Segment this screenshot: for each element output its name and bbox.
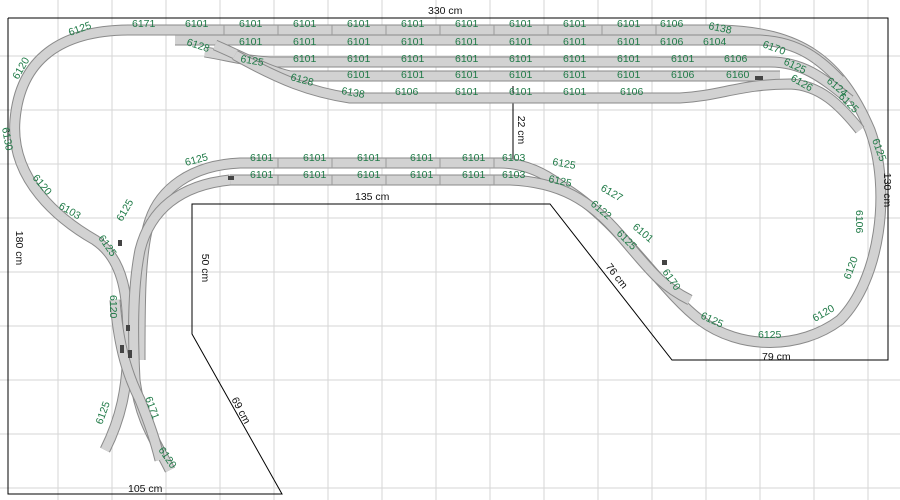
track-label: 6101 xyxy=(293,36,317,48)
track-label: 6125 xyxy=(547,173,572,190)
track-label: 6101 xyxy=(563,36,587,48)
track-label: 6101 xyxy=(347,18,371,30)
track-label: 6101 xyxy=(293,18,317,30)
dim-inner-vertical: 50 cm xyxy=(199,254,211,283)
track-label: 6160 xyxy=(726,69,750,81)
track-label: 6106 xyxy=(660,18,684,30)
rolling-stock xyxy=(118,76,763,358)
track-label: 6101 xyxy=(293,53,317,65)
track-label: 6101 xyxy=(303,169,327,181)
track-label: 6120 xyxy=(842,255,861,281)
track-label: 6106 xyxy=(853,210,865,234)
track-label: 6101 xyxy=(239,18,263,30)
track-label: 6101 xyxy=(509,36,533,48)
track-label: 6103 xyxy=(502,152,526,164)
track-label: 6101 xyxy=(410,169,434,181)
track-label: 6106 xyxy=(395,86,419,98)
track-label: 6120 xyxy=(107,295,119,319)
track-label: 6106 xyxy=(671,69,695,81)
track-label: 6101 xyxy=(509,53,533,65)
track-label: 6101 xyxy=(617,69,641,81)
track-label: 6103 xyxy=(502,169,526,181)
track-label: 6125 xyxy=(551,156,576,172)
track-label: 6101 xyxy=(563,18,587,30)
track-label: 6104 xyxy=(703,36,727,48)
track-label: 6101 xyxy=(401,36,425,48)
track-label: 6101 xyxy=(563,86,587,98)
track-label: 6106 xyxy=(660,36,684,48)
track-label: 6101 xyxy=(617,36,641,48)
track-label: 6101 xyxy=(617,53,641,65)
board-outline xyxy=(7,17,889,495)
track-label: 6106 xyxy=(724,53,748,65)
track-label: 6101 xyxy=(347,69,371,81)
track-label: 6101 xyxy=(671,53,695,65)
track-label: 6127 xyxy=(599,182,625,204)
track-label: 6101 xyxy=(250,169,274,181)
track-label: 6101 xyxy=(347,53,371,65)
dim-top: 330 cm xyxy=(428,5,463,17)
track-label: 6101 xyxy=(462,152,486,164)
track-label: 6125 xyxy=(94,400,113,426)
track-label: 6130 xyxy=(0,126,15,151)
track-inner-loop xyxy=(128,174,693,473)
labels-middle-run: 6125 6101 6101 6101 6101 6101 6103 6125 … xyxy=(184,151,656,253)
track-label: 6101 xyxy=(563,53,587,65)
labels-top-run: 6171 6101 6101 6101 6101 6101 6101 6101 … xyxy=(67,18,733,39)
dim-center-gap: 22 cm xyxy=(515,116,527,145)
dim-right: 130 cm xyxy=(881,173,893,208)
track-label: 6101 xyxy=(347,36,371,48)
track-outer-left-loop xyxy=(9,24,134,453)
track-label: 6101 xyxy=(410,152,434,164)
track-label: 6138 xyxy=(340,85,365,101)
track-label: 6125 xyxy=(184,151,210,169)
track-main-loop xyxy=(130,24,887,361)
track-label: 6101 xyxy=(509,18,533,30)
track-crossover-left xyxy=(109,299,166,462)
track-label: 6138 xyxy=(707,20,732,37)
track-label: 6106 xyxy=(620,86,644,98)
track-section-joints xyxy=(223,25,657,185)
track-label: 6101 xyxy=(357,152,381,164)
dim-left: 180 cm xyxy=(13,231,25,266)
track-label: 6125 xyxy=(114,197,136,223)
track-yard xyxy=(175,34,865,134)
labels-left: 6120 6130 6120 6103 6125 6125 6120 6125 … xyxy=(0,55,179,471)
dim-diagonal-lower: 69 cm xyxy=(229,395,253,426)
track-label: 6101 xyxy=(509,69,533,81)
track-label: 6101 xyxy=(357,169,381,181)
track-label: 6101 xyxy=(239,36,263,48)
track-label: 6101 xyxy=(250,152,274,164)
track-label: 6101 xyxy=(462,169,486,181)
track-label: 6171 xyxy=(132,18,156,30)
track-label: 6128 xyxy=(289,71,315,89)
track-label: 6101 xyxy=(509,86,533,98)
dim-bottom-left: 105 cm xyxy=(128,483,163,495)
track-label: 6101 xyxy=(401,18,425,30)
track-label: 6101 xyxy=(455,86,479,98)
track-label: 6101 xyxy=(617,18,641,30)
track-label: 6101 xyxy=(455,69,479,81)
track-label: 6125 xyxy=(239,53,264,69)
track-label: 6101 xyxy=(455,53,479,65)
track-label: 6101 xyxy=(455,36,479,48)
track-label: 6101 xyxy=(563,69,587,81)
track-label: 6101 xyxy=(185,18,209,30)
track-label: 6101 xyxy=(401,69,425,81)
dim-bottom-right: 79 cm xyxy=(762,351,791,363)
track-label: 6125 xyxy=(758,329,782,341)
track-label: 6101 xyxy=(455,18,479,30)
track-label: 6101 xyxy=(401,53,425,65)
dim-inner-top: 135 cm xyxy=(355,191,390,203)
track-label: 6101 xyxy=(303,152,327,164)
